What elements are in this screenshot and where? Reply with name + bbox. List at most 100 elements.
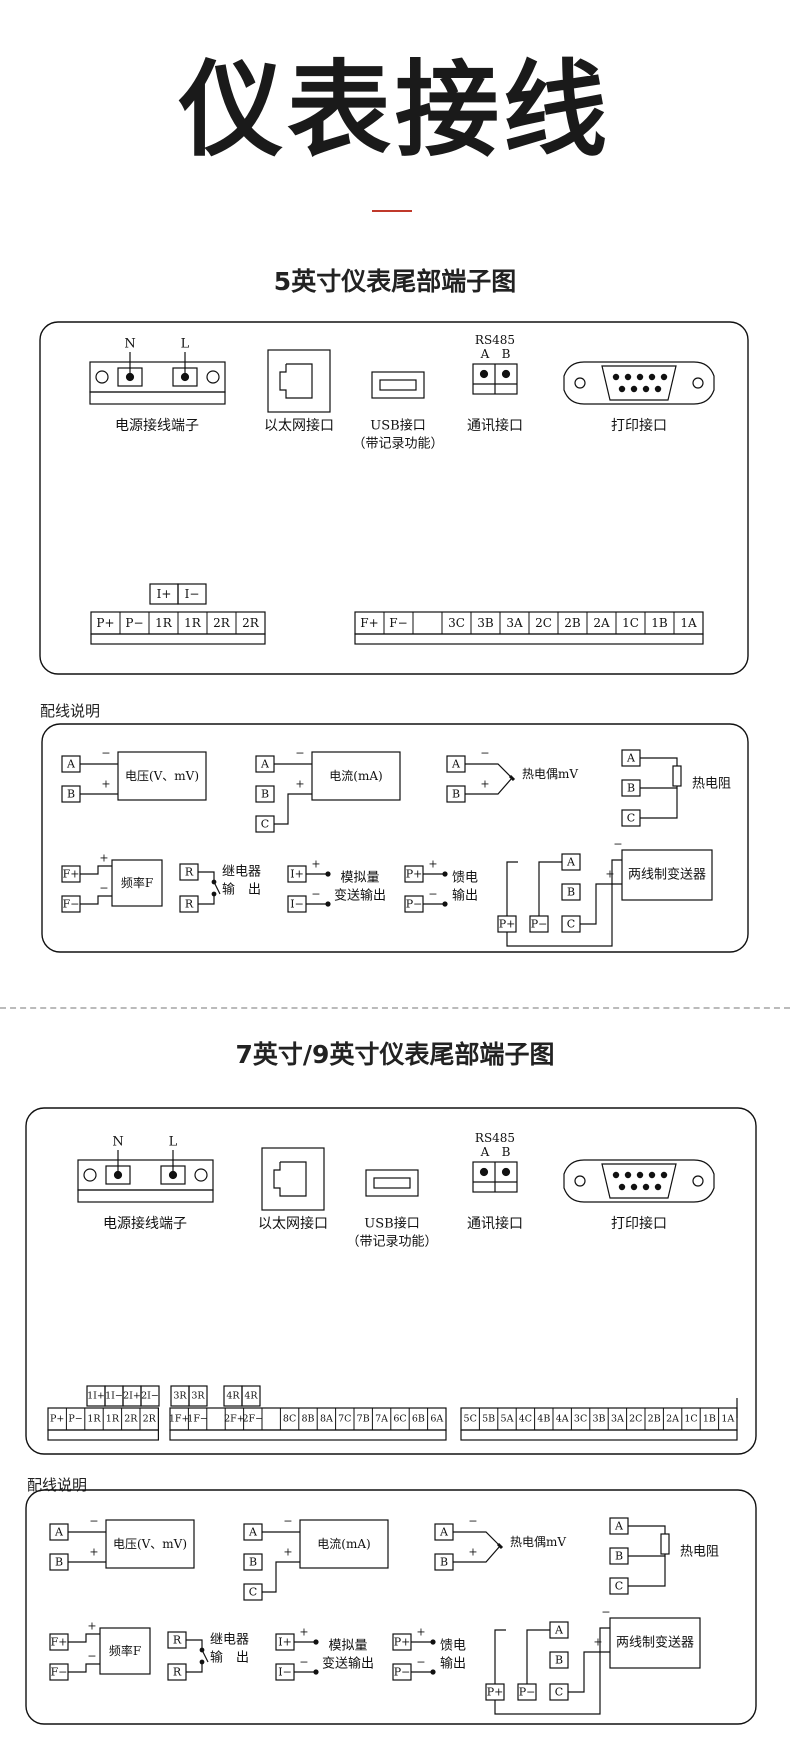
terminal-pin	[479, 1167, 489, 1177]
rtd-resistor-icon	[672, 765, 682, 787]
transmitter-terminal-C-label: C	[567, 918, 575, 931]
terminal-strip-base	[354, 633, 704, 645]
terminal-pin	[501, 369, 511, 379]
current-terminal-C-label: C	[249, 1586, 257, 1599]
transmitter-label: 两线制变送器	[616, 1635, 694, 1651]
current-box	[311, 751, 401, 801]
plus-sign: +	[468, 1546, 477, 1559]
output-dot	[442, 901, 448, 907]
terminal-label: 3B	[477, 616, 494, 630]
db9-pin	[624, 1171, 632, 1179]
page-title: 仪表接线	[178, 49, 611, 171]
terminal-socket	[172, 367, 198, 387]
analog-output-label: 模拟量	[328, 1639, 367, 1654]
terminal-label: 4R	[226, 1391, 240, 1402]
mount-hole-icon	[692, 1175, 704, 1187]
ethernet-label: 以太网接口	[264, 417, 334, 434]
transmitter-terminal-B	[561, 883, 581, 901]
current-label: 电流(mA)	[317, 1537, 370, 1551]
rtd-resistor-icon	[660, 1533, 670, 1555]
printer-port-flange	[563, 361, 715, 405]
minus-sign: −	[299, 1656, 308, 1669]
output-dot	[313, 1669, 319, 1675]
rtd-terminal-A-label: A	[614, 1520, 624, 1533]
wire	[628, 1525, 666, 1534]
feed-output-label: 馈电	[440, 1639, 466, 1654]
plus-sign: +	[605, 868, 614, 881]
wiring-panel-7inch	[25, 1489, 757, 1725]
rs485-A-label: A	[480, 1145, 490, 1159]
voltage-label: 电压(V、mV)	[113, 1537, 187, 1551]
terminal-top-cell	[177, 583, 207, 605]
terminal-label: I+	[157, 587, 172, 601]
plus-sign: +	[99, 852, 108, 865]
relay-terminal-R2-label: R	[185, 898, 194, 911]
terminal-label: 3C	[448, 616, 465, 630]
ethernet-port-icon	[261, 1147, 325, 1211]
minus-sign: −	[480, 747, 489, 760]
wire	[80, 895, 112, 905]
voltage-box	[117, 751, 207, 801]
rtd-label: 热电阻	[692, 777, 731, 792]
current-terminal-B	[255, 785, 275, 803]
usb-label-note: （带记录功能）	[352, 437, 443, 452]
terminal-screw-icon	[83, 1168, 97, 1182]
voltage-terminal-B-label: B	[67, 788, 75, 801]
terminal-label: 3A	[506, 616, 523, 630]
terminal-label: 2C	[629, 1414, 642, 1425]
terminal-pin	[125, 372, 135, 382]
terminal-label: 1I+	[87, 1391, 105, 1402]
terminal-label: 2I+	[123, 1391, 141, 1402]
minus-sign: −	[89, 1515, 98, 1528]
current-terminal-B-label: B	[249, 1556, 257, 1569]
terminal-label: 1C	[622, 616, 639, 630]
print-port-label: 打印接口	[611, 1215, 667, 1232]
terminal-panel-7inch	[25, 1107, 757, 1455]
db9-pin	[612, 373, 620, 381]
voltage-terminal-B-label: B	[55, 1556, 63, 1569]
usb-port-slot	[379, 379, 417, 391]
wire	[198, 894, 215, 905]
printer-port-shell	[601, 365, 677, 401]
terminal-label: 2R	[213, 616, 231, 630]
minus-sign: −	[416, 1656, 425, 1669]
terminal-label: 2B	[648, 1414, 661, 1425]
terminal-label: 2B	[564, 616, 581, 630]
current-box	[299, 1519, 389, 1569]
terminal-label: 1C	[684, 1414, 697, 1425]
transmitter-terminal-A-label: A	[554, 1624, 564, 1637]
terminal-pin	[180, 372, 190, 382]
thermocouple-terminal-A-label: A	[451, 758, 461, 771]
terminal-pin	[113, 1170, 123, 1180]
terminal-label: 2A	[593, 616, 610, 630]
current-terminal-B-label: B	[261, 788, 269, 801]
rs485-A-label: A	[480, 347, 490, 361]
feed-output-label: 输出	[440, 1656, 466, 1672]
wire	[80, 865, 112, 875]
terminal-label: 1A	[721, 1414, 734, 1425]
terminal-label: 1A	[680, 616, 697, 630]
terminal-strip-base	[169, 1429, 447, 1441]
terminal-label: 4R	[244, 1391, 258, 1402]
feed-output-label: 输出	[452, 888, 478, 904]
minus-sign: −	[99, 882, 108, 895]
terminal-label: 7B	[357, 1414, 370, 1425]
minus-sign: −	[428, 888, 437, 901]
wiring-caption-5inch: 配线说明	[40, 702, 101, 720]
section-title-5inch: 5英寸仪表尾部端子图	[273, 267, 517, 296]
voltage-terminal-A-label: A	[66, 758, 76, 771]
plus-sign: +	[101, 778, 110, 791]
relay-terminal-R1-label: R	[173, 1634, 182, 1647]
transmitter-terminal-Pplus-label: P+	[499, 918, 516, 931]
output-dot	[325, 871, 331, 877]
plus-sign: +	[87, 1620, 96, 1633]
section-divider	[0, 1007, 790, 1009]
db9-pin	[618, 385, 626, 393]
terminal-label: F−	[389, 616, 407, 630]
db9-pin	[642, 385, 650, 393]
terminal-label: 2F−	[242, 1414, 263, 1425]
feed-terminal-Pplus-label: P+	[406, 868, 423, 881]
db9-pin	[636, 1171, 644, 1179]
comm-port-label: 通讯接口	[467, 1215, 523, 1232]
terminal-label: 6C	[393, 1414, 406, 1425]
